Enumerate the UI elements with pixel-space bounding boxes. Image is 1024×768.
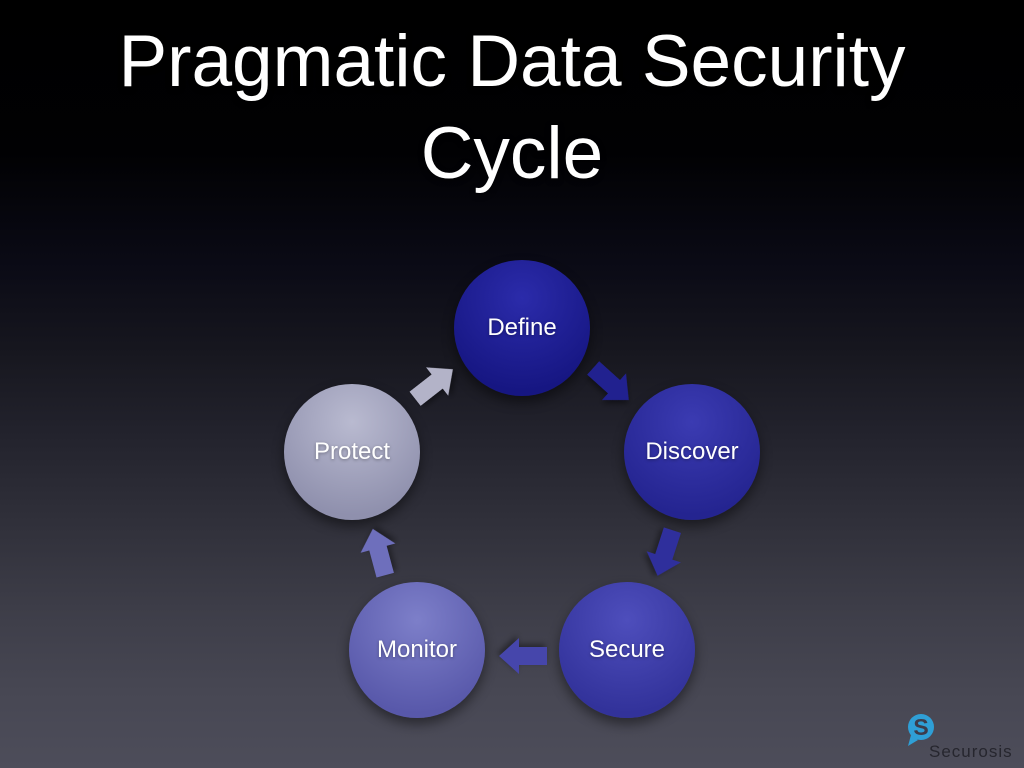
arrow-define-to-discover-icon: [574, 347, 647, 420]
slide-title-line1: Pragmatic Data Security: [118, 21, 906, 102]
arrow-discover-to-secure-icon: [632, 520, 698, 586]
cycle-node-monitor-label: Monitor: [376, 636, 458, 663]
svg-text:S: S: [913, 714, 928, 740]
slide-title-line2: Cycle: [420, 112, 604, 194]
cycle-node-secure-label: Secure: [588, 636, 666, 663]
cycle-node-monitor: Monitor: [349, 582, 485, 718]
cycle-node-protect-label: Protect: [313, 438, 391, 465]
cycle-node-discover-label: Discover: [645, 438, 739, 465]
cycle-node-define-label: Define: [487, 314, 557, 341]
cycle-node-define: Define: [454, 260, 590, 396]
securosis-logo: S Securosis: [903, 712, 1023, 766]
logo-text: Securosis: [929, 742, 1013, 761]
arrow-protect-to-define-icon: [398, 348, 471, 421]
arrow-secure-to-monitor-icon: [497, 630, 549, 682]
cycle-node-discover: Discover: [624, 384, 760, 520]
cycle-node-secure: Secure: [559, 582, 695, 718]
slide-title: Pragmatic Data Security Cycle: [0, 16, 1024, 200]
securosis-s-icon: S: [908, 714, 934, 746]
cycle-node-protect: Protect: [284, 384, 420, 520]
arrow-monitor-to-protect-icon: [347, 520, 411, 584]
